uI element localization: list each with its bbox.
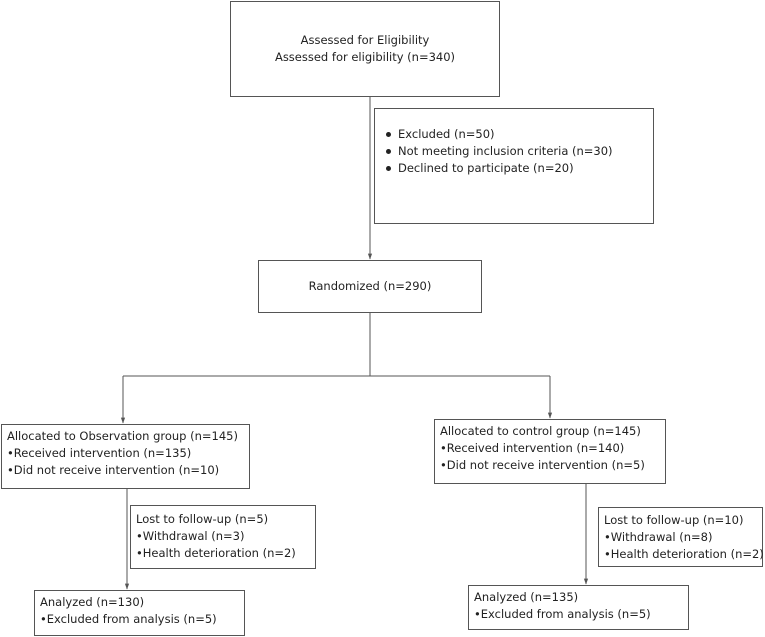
excluded-declined: Declined to participate (n=20): [385, 160, 653, 177]
randomized-label: Randomized (n=290): [308, 279, 432, 293]
observation-followup-box: Lost to follow-up (n=5) •Withdrawal (n=3…: [130, 505, 316, 569]
eligibility-title: Assessed for Eligibility: [300, 33, 430, 47]
observation-health-deterioration: •Health deterioration (n=2): [136, 546, 296, 560]
observation-allocation-title: Allocated to Observation group (n=145): [7, 429, 238, 443]
control-withdrawal: •Withdrawal (n=8): [604, 530, 713, 544]
control-analysis-box: Analyzed (n=135) •Excluded from analysis…: [468, 585, 689, 630]
randomized-box: Randomized (n=290): [258, 260, 482, 313]
observation-withdrawal: •Withdrawal (n=3): [136, 529, 245, 543]
observation-analysis-box: Analyzed (n=130) •Excluded from analysis…: [34, 590, 245, 636]
observation-lost-title: Lost to follow-up (n=5): [136, 512, 269, 526]
observation-received: •Received intervention (n=135): [7, 446, 192, 460]
control-received: •Received intervention (n=140): [440, 441, 625, 455]
excluded-not-meeting-criteria: Not meeting inclusion criteria (n=30): [385, 143, 653, 160]
control-allocation-box: Allocated to control group (n=145) •Rece…: [434, 419, 666, 484]
control-allocation-title: Allocated to control group (n=145): [440, 424, 641, 438]
exclusion-box: Excluded (n=50) Not meeting inclusion cr…: [374, 108, 654, 224]
control-not-received: •Did not receive intervention (n=5): [440, 458, 645, 472]
control-lost-title: Lost to follow-up (n=10): [604, 513, 744, 527]
control-followup-box: Lost to follow-up (n=10) •Withdrawal (n=…: [598, 507, 764, 567]
observation-not-received: •Did not receive intervention (n=10): [7, 463, 220, 477]
observation-analyzed-title: Analyzed (n=130): [40, 595, 145, 609]
control-health-deterioration: •Health deterioration (n=2): [604, 547, 764, 561]
observation-excluded-analysis: •Excluded from analysis (n=5): [40, 612, 217, 626]
control-excluded-analysis: •Excluded from analysis (n=5): [474, 607, 651, 621]
eligibility-box: Assessed for Eligibility Assessed for el…: [230, 1, 500, 97]
eligibility-count: Assessed for eligibility (n=340): [274, 50, 456, 64]
excluded-total: Excluded (n=50): [385, 126, 653, 143]
observation-allocation-box: Allocated to Observation group (n=145) •…: [1, 424, 250, 489]
control-analyzed-title: Analyzed (n=135): [474, 590, 579, 604]
